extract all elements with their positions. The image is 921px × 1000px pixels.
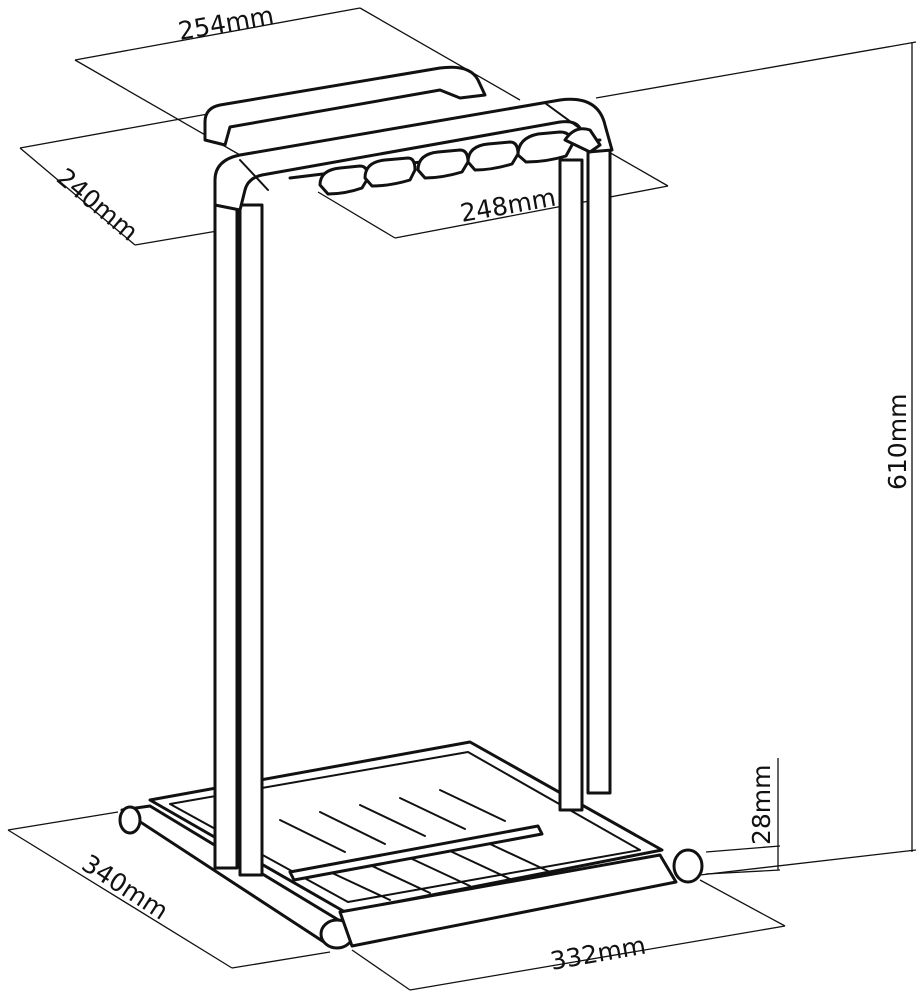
- divider-slot-6: [563, 127, 602, 154]
- club-dividers: [288, 127, 602, 196]
- dim-254-line: [74, 7, 361, 61]
- dim-340-ext-bottom: [231, 951, 331, 969]
- back-right-upright: [586, 146, 612, 795]
- left-skid-foot: [118, 805, 142, 835]
- label-254mm: 254mm: [176, 1, 276, 46]
- front-skid: [338, 853, 678, 948]
- dim-340-ext-top: [7, 811, 119, 831]
- dim-240-ext-top: [19, 109, 231, 149]
- dim-332-ext-right: [699, 879, 786, 927]
- dim-28-ext-top: [705, 845, 781, 853]
- divider-slot-1: [318, 164, 370, 196]
- dim-248-ext-left: [317, 191, 396, 239]
- label-610mm: 610mm: [883, 394, 912, 490]
- dim-254-ext-right: [359, 7, 521, 101]
- dim-340-line: [7, 829, 233, 969]
- dim-28-ext-bottom: [705, 869, 781, 875]
- dim-332-line: [409, 925, 786, 991]
- dim-610-ext-top: [595, 41, 917, 99]
- rear-handle: [203, 65, 487, 147]
- tray-slots: [279, 789, 551, 901]
- tray-divider-bar: [288, 824, 544, 882]
- label-240mm: 240mm: [51, 162, 144, 246]
- right-skid-cap: [672, 848, 704, 884]
- label-28mm: 28mm: [747, 764, 776, 845]
- dimension-lines: [7, 7, 917, 991]
- front-left-upright: [213, 198, 239, 870]
- back-left-upright: [238, 203, 264, 877]
- label-332mm: 332mm: [548, 931, 648, 976]
- dim-332-ext-left: [351, 949, 411, 991]
- divider-slot-3: [416, 148, 470, 180]
- dim-240-line: [19, 147, 136, 246]
- dim-610-ext-bottom: [699, 849, 917, 876]
- tray-inner-rim: [169, 751, 641, 903]
- label-248mm: 248mm: [458, 183, 558, 228]
- frame: [203, 65, 614, 877]
- base-tray: [118, 740, 704, 950]
- divider-slot-4: [466, 140, 520, 172]
- front-right-upright: [558, 158, 584, 812]
- label-340mm: 340mm: [77, 849, 174, 926]
- divider-slot-5: [516, 130, 574, 164]
- top-rail-joint: [239, 102, 583, 191]
- dim-248-line: [394, 185, 669, 239]
- divider-slot-2: [363, 156, 417, 188]
